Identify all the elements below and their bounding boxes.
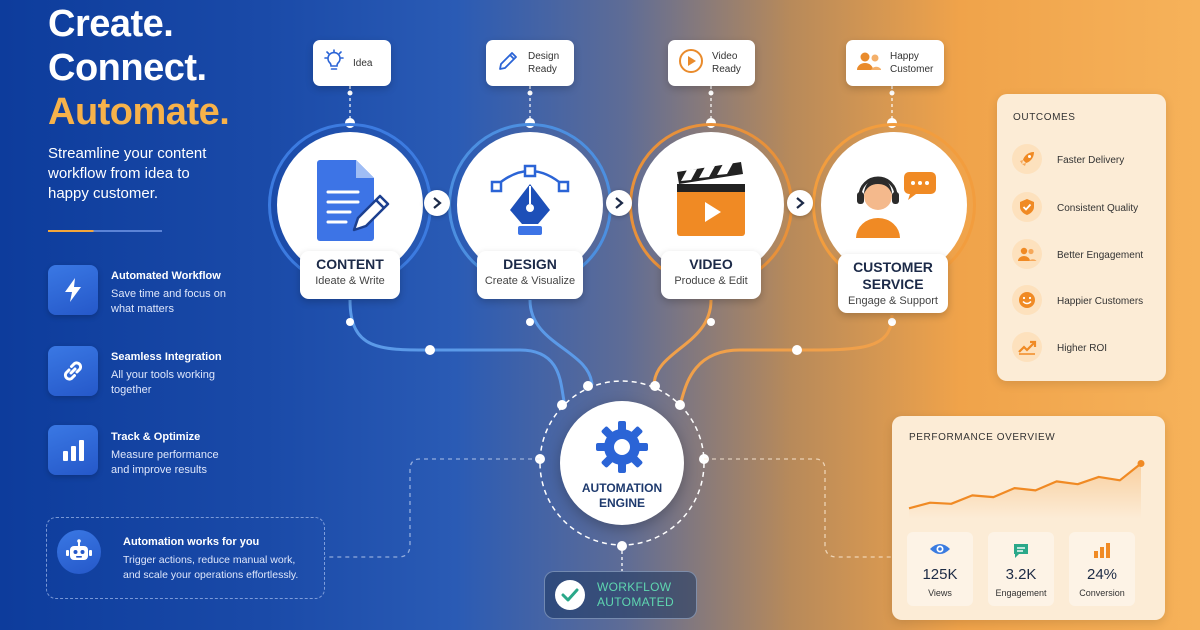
bubble-label: Video Ready: [712, 51, 741, 75]
hero-title-automate: Automate.: [48, 91, 230, 133]
lightning-icon: [48, 265, 98, 315]
stat-value: 24%: [1086, 566, 1118, 583]
chevron-right-icon: [606, 190, 632, 216]
stage-card: VIDEO Produce & Edit: [661, 251, 761, 299]
engine-label: AUTOMATION ENGINE: [560, 481, 684, 511]
trend-area: [909, 463, 1141, 519]
bubble-label: Design Ready: [528, 51, 560, 75]
automation-engine: AUTOMATION ENGINE: [560, 401, 684, 525]
outcomes-panel: OUTCOMES Faster Delivery Consistent Qual…: [997, 94, 1166, 381]
stage-title: CUSTOMER SERVICE: [853, 259, 933, 292]
outcome-label: Faster Delivery: [1057, 155, 1125, 166]
stat-conversion: 24% Conversion: [1069, 532, 1135, 606]
trend-up-icon: [1012, 332, 1042, 362]
stat-value: 3.2K: [1005, 566, 1037, 583]
rocket-icon: [1012, 144, 1042, 174]
trend-endpoint: [1137, 459, 1145, 467]
outcome-label: Consistent Quality: [1057, 203, 1139, 214]
bubble-video-ready: Video Ready: [668, 40, 755, 86]
gear-icon: [592, 417, 652, 482]
pen-tool-icon: [490, 158, 570, 247]
feature-title: Track & Optimize: [111, 431, 201, 443]
stage-card: CUSTOMER SERVICE Engage & Support: [838, 254, 948, 313]
play-icon: [678, 48, 704, 79]
stage-subtitle: Create & Visualize: [484, 275, 576, 287]
bubble-design-ready: Design Ready: [486, 40, 574, 86]
shield-check-icon: [1012, 192, 1042, 222]
stage-title: VIDEO: [689, 256, 733, 272]
outcome-label: Happier Customers: [1057, 296, 1144, 307]
headset-agent-icon: [846, 158, 942, 247]
stage-subtitle: Engage & Support: [848, 295, 938, 307]
eye-icon: [929, 542, 951, 561]
stat-label: Views: [928, 588, 952, 598]
workflow-status-label: WORKFLOW AUTOMATED: [597, 580, 674, 609]
stage-title: CONTENT: [316, 256, 384, 272]
clapperboard-icon: [671, 158, 751, 247]
automation-note-title: Automation works for you: [123, 536, 260, 548]
stage-card: CONTENT Ideate & Write: [300, 251, 400, 299]
stat-value: 125K: [922, 566, 958, 583]
bar-chart-icon: [1093, 542, 1111, 563]
engine-label-text: AUTOMATION ENGINE: [581, 481, 663, 510]
stat-engagement: 3.2K Engagement: [988, 532, 1054, 606]
outcome-label: Better Engagement: [1057, 250, 1144, 261]
users-icon: [1012, 239, 1042, 269]
outcome-label: Higher ROI: [1057, 343, 1108, 354]
automation-note-desc: Trigger actions, reduce manual work, and…: [123, 554, 299, 581]
chat-icon: [1012, 542, 1030, 565]
outcomes-heading: OUTCOMES: [1013, 112, 1076, 123]
performance-heading: PERFORMANCE OVERVIEW: [909, 432, 1056, 443]
stat-label: Conversion: [1079, 588, 1125, 598]
stage-card: DESIGN Create & Visualize: [477, 251, 583, 299]
hero-title-connect: Connect.: [48, 47, 207, 89]
lightbulb-icon: [323, 48, 345, 78]
stage-subtitle: Produce & Edit: [674, 275, 748, 287]
bubble-happy-customer: Happy Customer: [846, 40, 944, 86]
stage-customer-service: [821, 132, 967, 278]
feature-desc: Save time and focus on what matters: [111, 288, 226, 315]
link-icon: [48, 346, 98, 396]
chevron-right-icon: [787, 190, 813, 216]
bar-chart-icon: [48, 425, 98, 475]
stage-title: DESIGN: [503, 256, 557, 272]
robot-icon: [57, 530, 101, 574]
check-icon: [555, 580, 585, 610]
feature-title: Automated Workflow: [111, 270, 221, 282]
smile-icon: [1012, 285, 1042, 315]
chevron-right-icon: [424, 190, 450, 216]
performance-trend-chart: [908, 459, 1145, 519]
bubble-idea: Idea: [313, 40, 391, 86]
trend-line: [908, 462, 1142, 510]
stat-label: Engagement: [995, 588, 1047, 598]
bubble-label: Idea: [353, 57, 373, 69]
feature-title: Seamless Integration: [111, 351, 222, 363]
bubble-label: Happy Customer: [890, 51, 934, 75]
stat-views: 125K Views: [907, 532, 973, 606]
users-icon: [856, 50, 882, 77]
document-icon: [310, 158, 390, 247]
workflow-status: WORKFLOW AUTOMATED: [544, 571, 697, 619]
feature-desc: Measure performance and improve results: [111, 449, 219, 476]
automation-note: [46, 517, 325, 599]
hero-title-create: Create.: [48, 3, 174, 45]
feature-desc: All your tools working together: [111, 369, 215, 396]
pen-icon: [496, 49, 520, 78]
hero-divider: [48, 230, 162, 232]
stage-subtitle: Ideate & Write: [315, 275, 385, 287]
hero-subtitle: Streamline your content workflow from id…: [48, 145, 207, 202]
